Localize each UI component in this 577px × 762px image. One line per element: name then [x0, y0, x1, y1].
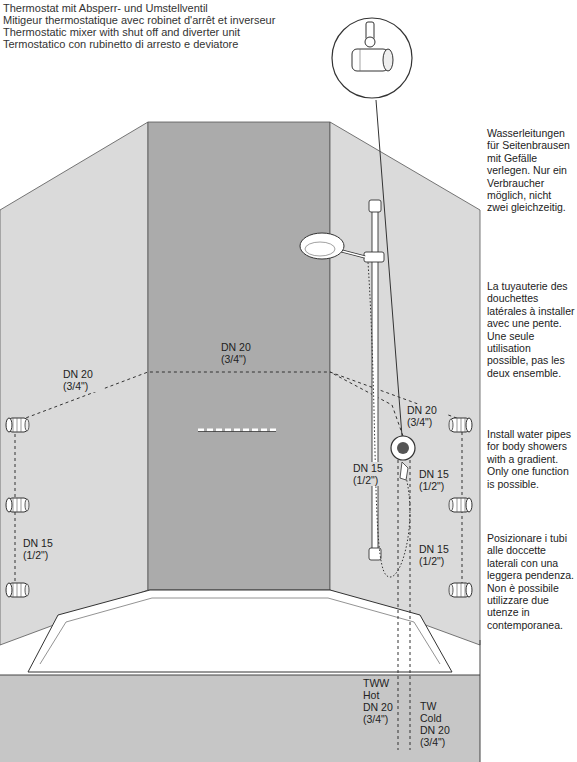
- pipe-size-label: DN 15 (1/2"): [22, 537, 64, 561]
- title-line: Termostatico con rubinetto di arresto e …: [3, 38, 238, 50]
- pipe-size-label: DN 15 (1/2"): [352, 462, 394, 486]
- pipe-size-label: DN 20 (3/4"): [220, 341, 262, 365]
- pipe-size-label: TWW Hot DN 20 (3/4"): [363, 677, 397, 725]
- pipe-size-label: DN 15 (1/2"): [418, 543, 460, 567]
- title-line: Thermostatic mixer with shut off and div…: [3, 26, 240, 38]
- title-line: Thermostat mit Absperr- und Umstellventi…: [3, 2, 208, 14]
- pipe-size-label: DN 20 (3/4"): [406, 404, 448, 428]
- install-note: Install water pipes for body showers wit…: [487, 428, 575, 490]
- install-note: Wasserleitungen für Seitenbrausen mit Ge…: [487, 127, 575, 214]
- pipe-size-label: TW Cold DN 20 (3/4"): [420, 700, 454, 748]
- pipe-size-label: DN 15 (1/2"): [418, 468, 460, 492]
- install-note: La tuyauterie des douchettes latérales à…: [487, 280, 575, 379]
- install-note: Posizionare i tubi alle doccette lateral…: [487, 532, 575, 631]
- title-line: Mitigeur thermostatique avec robinet d'a…: [3, 14, 275, 26]
- pipe-size-label: DN 20 (3/4"): [62, 368, 104, 392]
